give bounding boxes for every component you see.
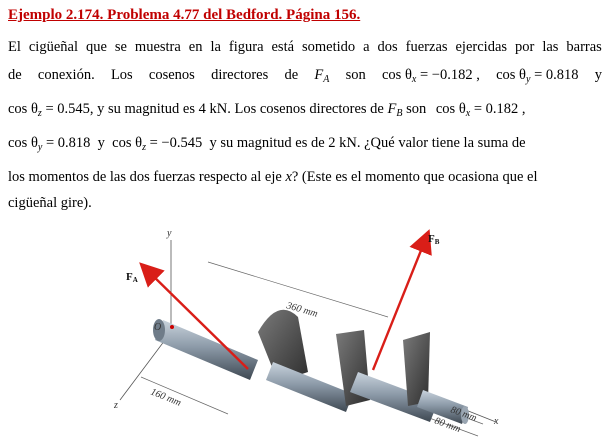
word: sometido xyxy=(302,39,356,55)
text-run: y su magnitud es de 2 kN. ¿Qué valor tie… xyxy=(209,135,526,151)
equation-cos-y-b: cos θy = 0.818 xyxy=(8,135,91,153)
word: por xyxy=(515,39,535,55)
equation-cos-z-a: cos θz = 0.545 xyxy=(8,101,90,119)
dimension-160-label: 160 mm xyxy=(149,387,183,409)
text-run: ? (Este es el momento que ocasiona que e… xyxy=(291,169,538,185)
force-b-arrow xyxy=(371,229,432,371)
word: directores xyxy=(211,67,269,83)
word: Los xyxy=(110,67,133,83)
word: son xyxy=(406,101,427,117)
force-a-label: FA xyxy=(126,271,138,284)
y-axis-label: y xyxy=(166,228,172,239)
text-run: , y su magnitud es 4 kN. Los cosenos dir… xyxy=(89,101,384,117)
z-axis-line xyxy=(119,331,172,401)
equation-cos-y-a: cos θy = 0.818 xyxy=(496,67,579,85)
origin-point xyxy=(170,325,174,329)
word: está xyxy=(271,39,295,55)
word: cosenos xyxy=(148,67,195,83)
force-b-label: FB xyxy=(428,233,440,246)
word: y xyxy=(594,67,602,83)
equation-cos-x-a: cos θx = −0.182 , xyxy=(382,67,480,85)
text-run: los momentos de las dos fuerzas respecto… xyxy=(8,169,282,185)
word: figura xyxy=(228,39,264,55)
force-a-arrow xyxy=(139,262,249,370)
word: que xyxy=(85,39,107,55)
word: de xyxy=(8,67,22,83)
word: El xyxy=(8,39,21,55)
word: se xyxy=(114,39,127,55)
force-a-symbol: FA xyxy=(314,67,330,85)
word: las xyxy=(542,39,559,55)
x-axis-label: x xyxy=(493,416,499,427)
word: dos xyxy=(377,39,398,55)
word: y xyxy=(97,135,105,151)
example-title: Ejemplo 2.174. Problema 4.77 del Bedford… xyxy=(8,7,361,23)
paragraph-line-5: los momentos de las dos fuerzas respecto… xyxy=(8,168,602,186)
paragraph-line-6: cigüeñal gire). xyxy=(8,195,92,211)
word: conexión. xyxy=(37,67,95,83)
word: de xyxy=(284,67,299,83)
paragraph-line-4: cos θy = 0.818 y cos θz = −0.545 y su ma… xyxy=(8,134,602,157)
paragraph-line-3: cos θz = 0.545, y su magnitud es 4 kN. L… xyxy=(8,100,602,123)
dimension-360-line xyxy=(207,261,389,318)
crankshaft xyxy=(153,309,469,424)
word: cigüeñal xyxy=(28,39,78,55)
dimension-160-line xyxy=(140,376,229,415)
axis-variable: x xyxy=(285,169,292,185)
word: son xyxy=(345,67,366,83)
z-axis-label: z xyxy=(113,400,118,411)
equation-cos-z-b: cos θz = −0.545 xyxy=(112,135,203,153)
force-b-symbol: FB xyxy=(387,101,403,119)
word: barras xyxy=(566,39,602,55)
word: fuerzas xyxy=(405,39,448,55)
word: muestra xyxy=(134,39,181,55)
crankshaft-figure: y O z x FA FB 360 mm 160 mm 80 mm 80 mm xyxy=(113,228,499,437)
word: a xyxy=(363,39,370,55)
origin-label: O xyxy=(154,322,161,333)
word: en xyxy=(188,39,203,55)
paragraph-line-2: de conexión. Los cosenos directores de F… xyxy=(8,66,602,89)
word: ejercidas xyxy=(455,39,508,55)
equation-cos-x-b: cos θx = 0.182 , xyxy=(435,101,526,119)
word: la xyxy=(210,39,221,55)
